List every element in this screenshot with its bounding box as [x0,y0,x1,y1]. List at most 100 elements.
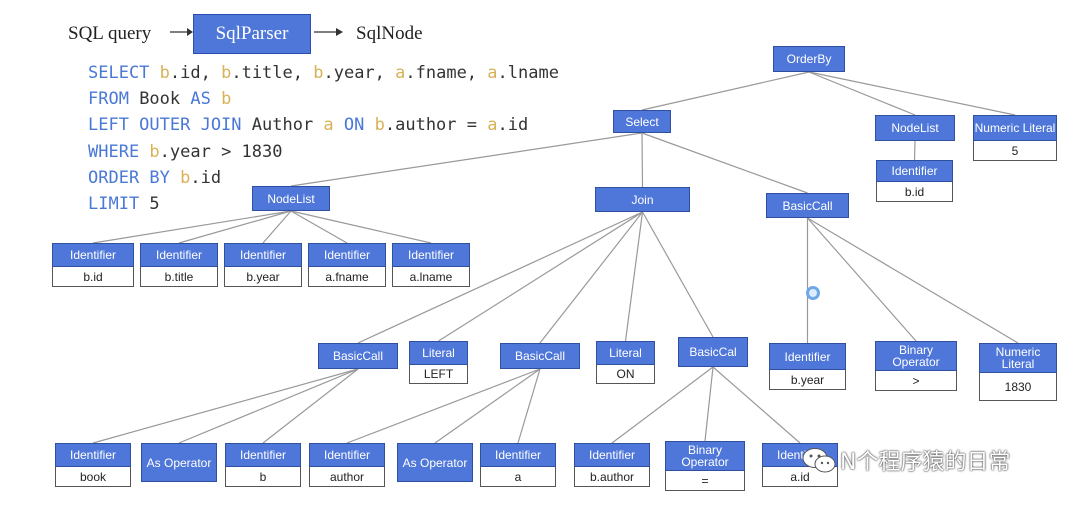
tree-edge [808,71,916,116]
sql-text: .author = [384,115,488,136]
sql-alias: b [221,63,232,83]
sql-keyword: SELECT [88,63,160,83]
node-j-call1: BasicCall [318,343,398,369]
tree-edge [641,132,808,194]
node-label: OrderBy [773,46,845,72]
node-label: Join [595,187,690,212]
sql-alias: b [180,167,191,188]
node-label: BasicCal [678,337,748,367]
node-join: Join [595,187,690,212]
node-label: Identifier [574,443,650,467]
sql-keyword: LIMIT [88,194,150,215]
node-value: b.year [769,370,846,390]
node-label: BasicCall [318,343,398,369]
pipeline-output: SqlNode [356,23,423,44]
node-value: b.id [876,182,953,202]
node-label: Select [613,110,671,133]
wechat-icon [802,448,836,473]
tree-edge [290,210,432,244]
sql-text: .fname, [405,63,488,83]
node-label: Identifier [876,160,953,182]
sql-line: LEFT OUTER JOIN Author a ON b.author = a… [88,112,559,138]
sql-alias: a [487,63,498,83]
sql-text: .id [190,167,222,188]
tree-edge [92,210,292,244]
node-label: Binary Operator [875,341,957,371]
tree-edge [641,132,644,188]
tree-edge [624,211,644,342]
node-value: > [875,371,957,391]
node-label: Numeric Literal [979,343,1057,373]
node-j-call3: BasicCal [678,337,748,367]
sql-alias: a [323,115,344,136]
node-c3-op: Binary Operator= [665,441,745,491]
node-label: As Operator [397,443,473,482]
node-label: Binary Operator [665,441,745,471]
node-value: 5 [973,141,1057,161]
tree-edge [262,210,292,244]
sql-keyword: FROM [88,89,140,110]
arrow-right-icon [314,28,343,36]
sql-text: .id, [169,63,222,83]
tree-edge [178,368,359,444]
tree-edge [178,210,292,244]
node-label: Literal [596,341,655,365]
node-value: b.id [52,267,134,287]
node-label: BasicCall [500,343,580,369]
node-orderby: OrderBy [773,46,845,72]
node-value: a.id [762,467,838,487]
node-label: Literal [409,341,468,365]
node-label: Identifier [52,243,134,267]
tree-edge [357,211,643,344]
tree-edge [346,368,541,444]
node-where-call: BasicCall [766,193,849,218]
tree-edge [517,368,541,444]
sql-alias: b [221,89,232,110]
tree-edge [913,140,916,161]
sql-text: .id [497,115,529,136]
node-value: b.year [224,267,302,287]
sql-alias: b [374,115,385,136]
node-label: Numeric Literal [973,115,1057,141]
sql-alias: a [487,115,498,136]
tree-edge [438,211,643,342]
tree-edge [611,366,714,444]
sql-keyword: AS [190,89,222,110]
node-value: b [225,467,301,487]
node-label: Identifier [392,243,470,267]
sql-alias: b [159,63,170,83]
sql-keyword: ON [343,115,375,136]
sql-text: .title, [231,63,314,83]
node-value: ON [596,365,655,384]
node-label: Identifier [225,443,301,467]
sql-text: .year > 1830 [159,141,283,162]
tree-edge [807,217,1019,344]
node-value: author [309,467,385,487]
node-value: a [480,467,556,487]
sql-text: 5 [149,194,160,215]
sql-line: ORDER BY b.id [88,165,559,191]
sql-alias: b [313,63,324,83]
tree-edge [808,71,1016,116]
sql-line: LIMIT 5 [88,191,559,217]
node-label: Identifier [309,443,385,467]
node-ob-nodelist: NodeList [875,115,955,141]
tree-edge [290,210,348,244]
sql-alias: b [149,141,160,162]
node-value: book [55,467,131,487]
tree-edge [290,132,643,187]
node-value: 1830 [979,373,1057,401]
sql-keyword: WHERE [88,141,150,162]
node-value: LEFT [409,365,468,384]
watermark-text: N个程序猿的日常 [840,450,1011,475]
